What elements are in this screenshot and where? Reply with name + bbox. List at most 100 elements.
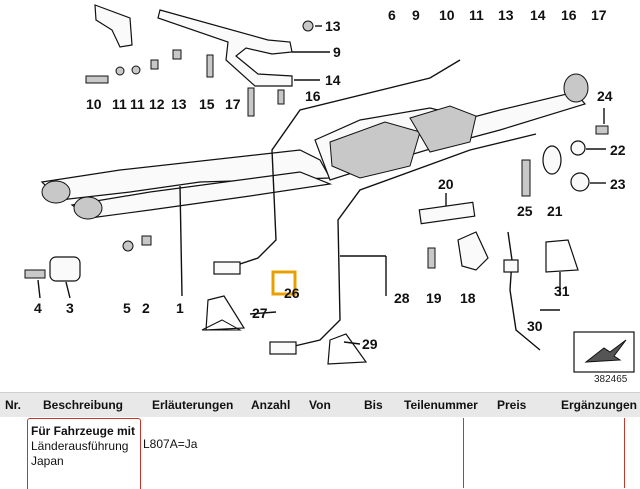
warning-triangle-27 xyxy=(201,319,242,331)
callout-30[interactable]: 30 xyxy=(527,318,543,334)
callout-31[interactable]: 31 xyxy=(554,283,570,299)
callout-20[interactable]: 20 xyxy=(438,176,454,192)
callout-24[interactable]: 24 xyxy=(597,88,613,104)
partnumber-cell-border xyxy=(463,418,625,488)
callout-2[interactable]: 2 xyxy=(142,300,150,316)
converter-shell-2 xyxy=(409,105,477,153)
bolt-24 xyxy=(595,125,609,135)
top-callout-row: 6 9 10 11 13 14 16 17 xyxy=(388,7,607,23)
col-nr: Nr. xyxy=(5,398,22,412)
nut-2 xyxy=(141,235,152,246)
front-pipe-lower xyxy=(70,171,333,219)
bolt-16 xyxy=(277,89,285,105)
note-description: Für Fahrzeuge mit Länderausführung Japan xyxy=(31,424,135,469)
sensor-cable-28 xyxy=(285,133,537,349)
col-erlaeuterungen: Erläuterungen xyxy=(152,398,234,412)
note-code: L807A=Ja xyxy=(143,437,198,451)
col-bis: Bis xyxy=(364,398,383,412)
callout-13b[interactable]: 13 xyxy=(171,96,187,112)
leader-1 xyxy=(179,185,183,297)
callout-15[interactable]: 15 xyxy=(199,96,215,112)
callout-9b[interactable]: 9 xyxy=(333,44,341,60)
callout-3[interactable]: 3 xyxy=(66,300,74,316)
bolt-25 xyxy=(521,159,531,197)
bolt-15 xyxy=(206,54,214,78)
callout-16[interactable]: 16 xyxy=(561,7,577,23)
hazard-sign-27 xyxy=(205,295,246,331)
washer-12 xyxy=(150,59,159,70)
callout-9[interactable]: 9 xyxy=(412,7,420,23)
callout-4[interactable]: 4 xyxy=(34,300,42,316)
hazard-sign-31 xyxy=(545,239,579,273)
description-cell-border xyxy=(27,418,141,489)
bracket-plate xyxy=(94,4,133,48)
callout-26[interactable]: 26 xyxy=(284,285,300,301)
note-title: Für Fahrzeuge mit xyxy=(31,424,136,438)
nut-13a xyxy=(302,20,314,32)
flange-left-lower xyxy=(73,196,103,220)
callout-22[interactable]: 22 xyxy=(610,142,626,158)
table-row-note xyxy=(0,417,640,471)
col-teilenummer: Teilenummer xyxy=(404,398,478,412)
callout-6[interactable]: 6 xyxy=(388,7,396,23)
nut-11a xyxy=(115,66,125,76)
callout-21[interactable]: 21 xyxy=(547,203,563,219)
callout-23[interactable]: 23 xyxy=(610,176,626,192)
col-beschreibung: Beschreibung xyxy=(43,398,124,412)
converter-shell-1 xyxy=(329,121,421,179)
ring-23 xyxy=(570,172,590,192)
leader-3 xyxy=(65,281,71,299)
bolt-17 xyxy=(247,87,255,117)
callout-11c[interactable]: 11 xyxy=(130,96,145,112)
bracket-20 xyxy=(418,201,476,225)
callout-17[interactable]: 17 xyxy=(591,7,607,23)
bolt-4 xyxy=(24,269,46,279)
gasket-21 xyxy=(542,145,562,175)
callout-18[interactable]: 18 xyxy=(460,290,476,306)
parts-table-header: Nr. Beschreibung Erläuterungen Anzahl Vo… xyxy=(0,392,640,418)
callout-11b[interactable]: 11 xyxy=(112,96,127,112)
callout-19[interactable]: 19 xyxy=(426,290,442,306)
callout-27[interactable]: 27 xyxy=(252,305,268,321)
callout-5[interactable]: 5 xyxy=(123,300,131,316)
callout-29[interactable]: 29 xyxy=(362,336,378,352)
callout-17b[interactable]: 17 xyxy=(225,96,241,112)
flange-left-upper xyxy=(41,180,71,204)
exhaust-pipe-assembly: 1 xyxy=(40,73,589,316)
highlight-box-26[interactable] xyxy=(271,270,297,296)
callout-28[interactable]: 28 xyxy=(394,290,410,306)
nut-13 xyxy=(172,49,182,60)
callout-14b[interactable]: 14 xyxy=(325,72,341,88)
note-line3: Japan xyxy=(31,454,64,468)
callout-13a[interactable]: 13 xyxy=(325,18,341,34)
note-line2: Länderausführung xyxy=(31,439,129,453)
bolt-19 xyxy=(427,247,436,269)
sensor-plug-26 xyxy=(213,261,241,275)
callout-10[interactable]: 10 xyxy=(439,7,455,23)
washer-22 xyxy=(570,140,586,156)
callout-13[interactable]: 13 xyxy=(498,7,514,23)
sensor-plug-29 xyxy=(269,341,297,355)
flange-right xyxy=(563,73,589,103)
callout-25[interactable]: 25 xyxy=(517,203,533,219)
callout-14[interactable]: 14 xyxy=(530,7,546,23)
rubber-mount-18 xyxy=(457,231,489,271)
fastener-group-left: 10 11 11 12 13 15 xyxy=(85,49,215,112)
callout-1[interactable]: 1 xyxy=(176,300,184,316)
leader-4 xyxy=(37,279,41,299)
callout-12[interactable]: 12 xyxy=(149,96,165,112)
gasket-3 xyxy=(49,256,81,282)
exhaust-parts-diagram: 6 9 10 11 13 14 16 17 9 13 14 16 17 10 1… xyxy=(24,4,635,385)
callout-16b[interactable]: 16 xyxy=(305,88,321,104)
sensor-cable-26 xyxy=(221,59,461,271)
direction-arrow-icon xyxy=(584,339,627,363)
col-preis: Preis xyxy=(497,398,527,412)
nut-11b xyxy=(131,65,141,75)
callout-11[interactable]: 11 xyxy=(469,7,484,23)
leader-27 xyxy=(249,311,277,315)
leader-29 xyxy=(343,341,361,345)
callout-10b[interactable]: 10 xyxy=(86,96,102,112)
bolt-10 xyxy=(85,75,109,84)
hazard-sign-29 xyxy=(327,333,368,365)
grommet-30 xyxy=(503,259,519,273)
